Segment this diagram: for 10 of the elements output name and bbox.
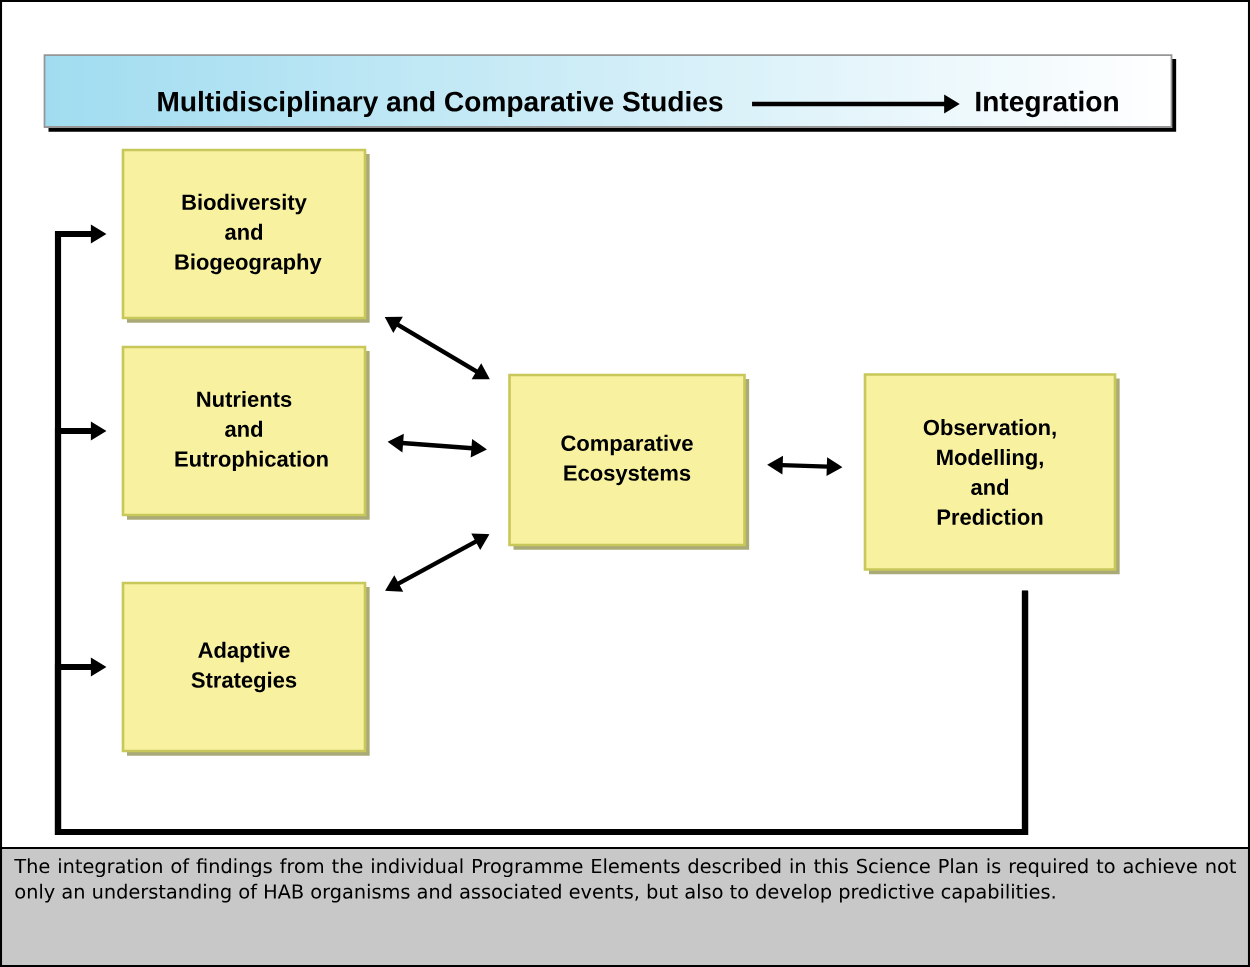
process-box: Nutrients and Eutrophication bbox=[121, 345, 370, 520]
banner-text: Integration bbox=[976, 90, 1118, 118]
process-box: Observation, Modelling, and Prediction bbox=[863, 373, 1120, 575]
process-box: Comparative Ecosystems bbox=[508, 373, 750, 550]
arrow bbox=[54, 590, 1029, 836]
title-banner bbox=[43, 54, 1177, 132]
caption-panel: The integration of findings from the individual Programme Elements described in this Science Plan is required to achieve not only an understanding of HAB organisms and associated events, but also to develop predictive capabilities. bbox=[0, 846, 1250, 967]
banner-text: Multidisciplinary and Comparative Studies bbox=[158, 90, 723, 118]
process-box: Adaptive Strategies bbox=[121, 581, 370, 756]
process-box: Biodiversity and Biogeography bbox=[121, 148, 370, 323]
